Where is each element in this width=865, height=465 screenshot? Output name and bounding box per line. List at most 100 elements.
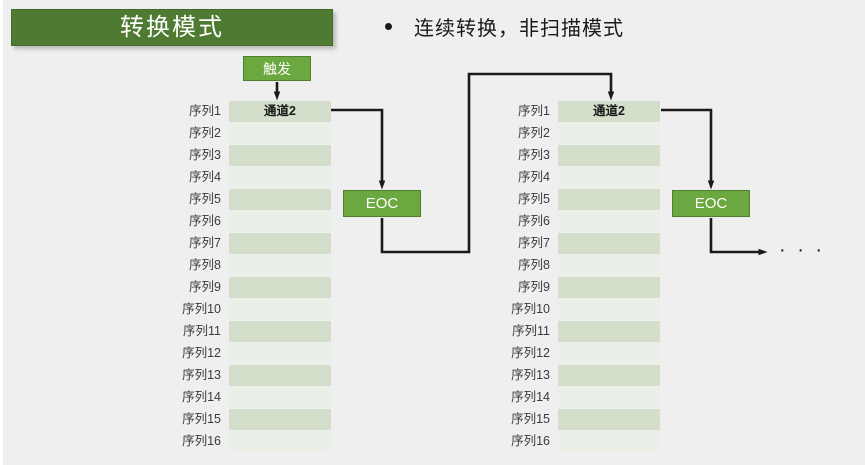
sequence-value-cell[interactable] [558, 364, 660, 386]
table-row[interactable]: 序列12 [171, 342, 331, 364]
continuation-ellipsis: · · · [779, 239, 826, 261]
sequence-row-label: 序列7 [189, 235, 221, 250]
table-row[interactable]: 序列8 [171, 254, 331, 276]
trigger-label: 触发 [263, 60, 291, 77]
sequence-row-label: 序列8 [189, 257, 221, 272]
sequence-row-label: 序列9 [518, 279, 550, 294]
sequence-row-label: 序列1 [518, 103, 550, 118]
sequence-row-label: 序列3 [189, 147, 221, 162]
sequence-value-cell[interactable] [229, 386, 331, 408]
sequence-value-cell[interactable] [558, 232, 660, 254]
table-row[interactable]: 序列3 [500, 144, 660, 166]
trigger-box[interactable]: 触发 [243, 56, 311, 81]
table-row[interactable]: 序列6 [171, 210, 331, 232]
table-row[interactable]: 序列16 [171, 430, 331, 452]
sequence-row-label: 序列5 [189, 191, 221, 206]
bullet-dot-icon [385, 23, 392, 30]
eoc-box-right[interactable]: EOC [672, 190, 750, 217]
connector-wires [273, 72, 768, 256]
sequence-value-cell[interactable] [229, 342, 331, 364]
sequence-row-label: 序列11 [512, 323, 550, 338]
table-row[interactable]: 序列11 [500, 320, 660, 342]
sequence-value-cell[interactable] [558, 342, 660, 364]
table-row[interactable]: 序列7 [171, 232, 331, 254]
sequence-value-cell[interactable] [558, 386, 660, 408]
table-row[interactable]: 序列2 [500, 122, 660, 144]
table-row[interactable]: 序列5 [171, 188, 331, 210]
table-row[interactable]: 序列5 [500, 188, 660, 210]
table-row[interactable]: 序列9 [171, 276, 331, 298]
sequence-value-cell[interactable] [558, 166, 660, 188]
channel-header-cell[interactable]: 通道2 [229, 100, 331, 122]
sequence-row-label: 序列16 [182, 433, 221, 448]
sequence-value-cell[interactable] [229, 122, 331, 144]
sequence-value-cell[interactable] [229, 408, 331, 430]
eoc-right-label: EOC [694, 195, 728, 212]
sequence-value-cell[interactable] [558, 122, 660, 144]
sequence-value-cell[interactable] [229, 364, 331, 386]
sequence-value-cell[interactable] [558, 320, 660, 342]
sequence-row-label: 序列10 [182, 301, 221, 316]
sequence-value-cell[interactable] [229, 298, 331, 320]
sequence-value-cell[interactable] [229, 320, 331, 342]
table-row[interactable]: 序列12 [500, 342, 660, 364]
table-row[interactable]: 序列4 [171, 166, 331, 188]
sequence-row-label: 序列13 [182, 367, 221, 382]
channel-header-cell[interactable]: 通道2 [558, 100, 660, 122]
table-row[interactable]: 序列4 [500, 166, 660, 188]
sequence-value-cell[interactable] [229, 144, 331, 166]
table-row[interactable]: 序列9 [500, 276, 660, 298]
sequence-value-cell[interactable] [229, 188, 331, 210]
sequence-value-cell[interactable] [558, 298, 660, 320]
table-row[interactable]: 序列13 [500, 364, 660, 386]
table-row[interactable]: 序列2 [171, 122, 331, 144]
sequence-value-cell[interactable] [558, 210, 660, 232]
sequence-row-label: 序列16 [511, 433, 550, 448]
sequence-value-cell[interactable] [558, 408, 660, 430]
table-row[interactable]: 序列7 [500, 232, 660, 254]
eoc-left-label: EOC [365, 195, 399, 212]
sequence-row-label: 序列10 [511, 301, 550, 316]
sequence-value-cell[interactable] [229, 166, 331, 188]
sequence-value-cell[interactable] [229, 210, 331, 232]
table-row[interactable]: 序列10 [171, 298, 331, 320]
table-row[interactable]: 序列1 通道2 [500, 100, 660, 122]
table-row[interactable]: 序列16 [500, 430, 660, 452]
slide-title-banner: 转换模式 [11, 9, 333, 46]
sequence-row-label: 序列5 [518, 191, 550, 206]
bullet-text: 连续转换，非扫描模式 [414, 18, 624, 40]
table-row[interactable]: 序列11 [171, 320, 331, 342]
eoc-box-left[interactable]: EOC [343, 190, 421, 217]
sequence-row-label: 序列12 [182, 345, 221, 360]
page-title: 转换模式 [120, 13, 224, 41]
table-row[interactable]: 序列15 [500, 408, 660, 430]
table-row[interactable]: 序列8 [500, 254, 660, 276]
table-row[interactable]: 序列6 [500, 210, 660, 232]
sequence-row-label: 序列15 [511, 411, 550, 426]
sequence-value-cell[interactable] [558, 144, 660, 166]
sequence-row-label: 序列12 [511, 345, 550, 360]
sequence-row-label: 序列8 [518, 257, 550, 272]
sequence-row-label: 序列11 [183, 323, 221, 338]
table-row[interactable]: 序列14 [171, 386, 331, 408]
sequence-value-cell[interactable] [229, 430, 331, 452]
table-row[interactable]: 序列15 [171, 408, 331, 430]
sequence-value-cell[interactable] [229, 276, 331, 298]
sequence-value-cell[interactable] [229, 232, 331, 254]
sequence-value-cell[interactable] [558, 188, 660, 210]
sequence-value-cell[interactable] [558, 254, 660, 276]
table-row[interactable]: 序列13 [171, 364, 331, 386]
table-row[interactable]: 序列3 [171, 144, 331, 166]
sequence-value-cell[interactable] [558, 430, 660, 452]
sequence-value-cell[interactable] [229, 254, 331, 276]
table-row[interactable]: 序列10 [500, 298, 660, 320]
sequence-row-label: 序列13 [511, 367, 550, 382]
sequence-row-label: 序列6 [518, 213, 550, 228]
sequence-value-cell[interactable] [558, 276, 660, 298]
sequence-row-label: 序列2 [189, 125, 221, 140]
table-row[interactable]: 序列14 [500, 386, 660, 408]
